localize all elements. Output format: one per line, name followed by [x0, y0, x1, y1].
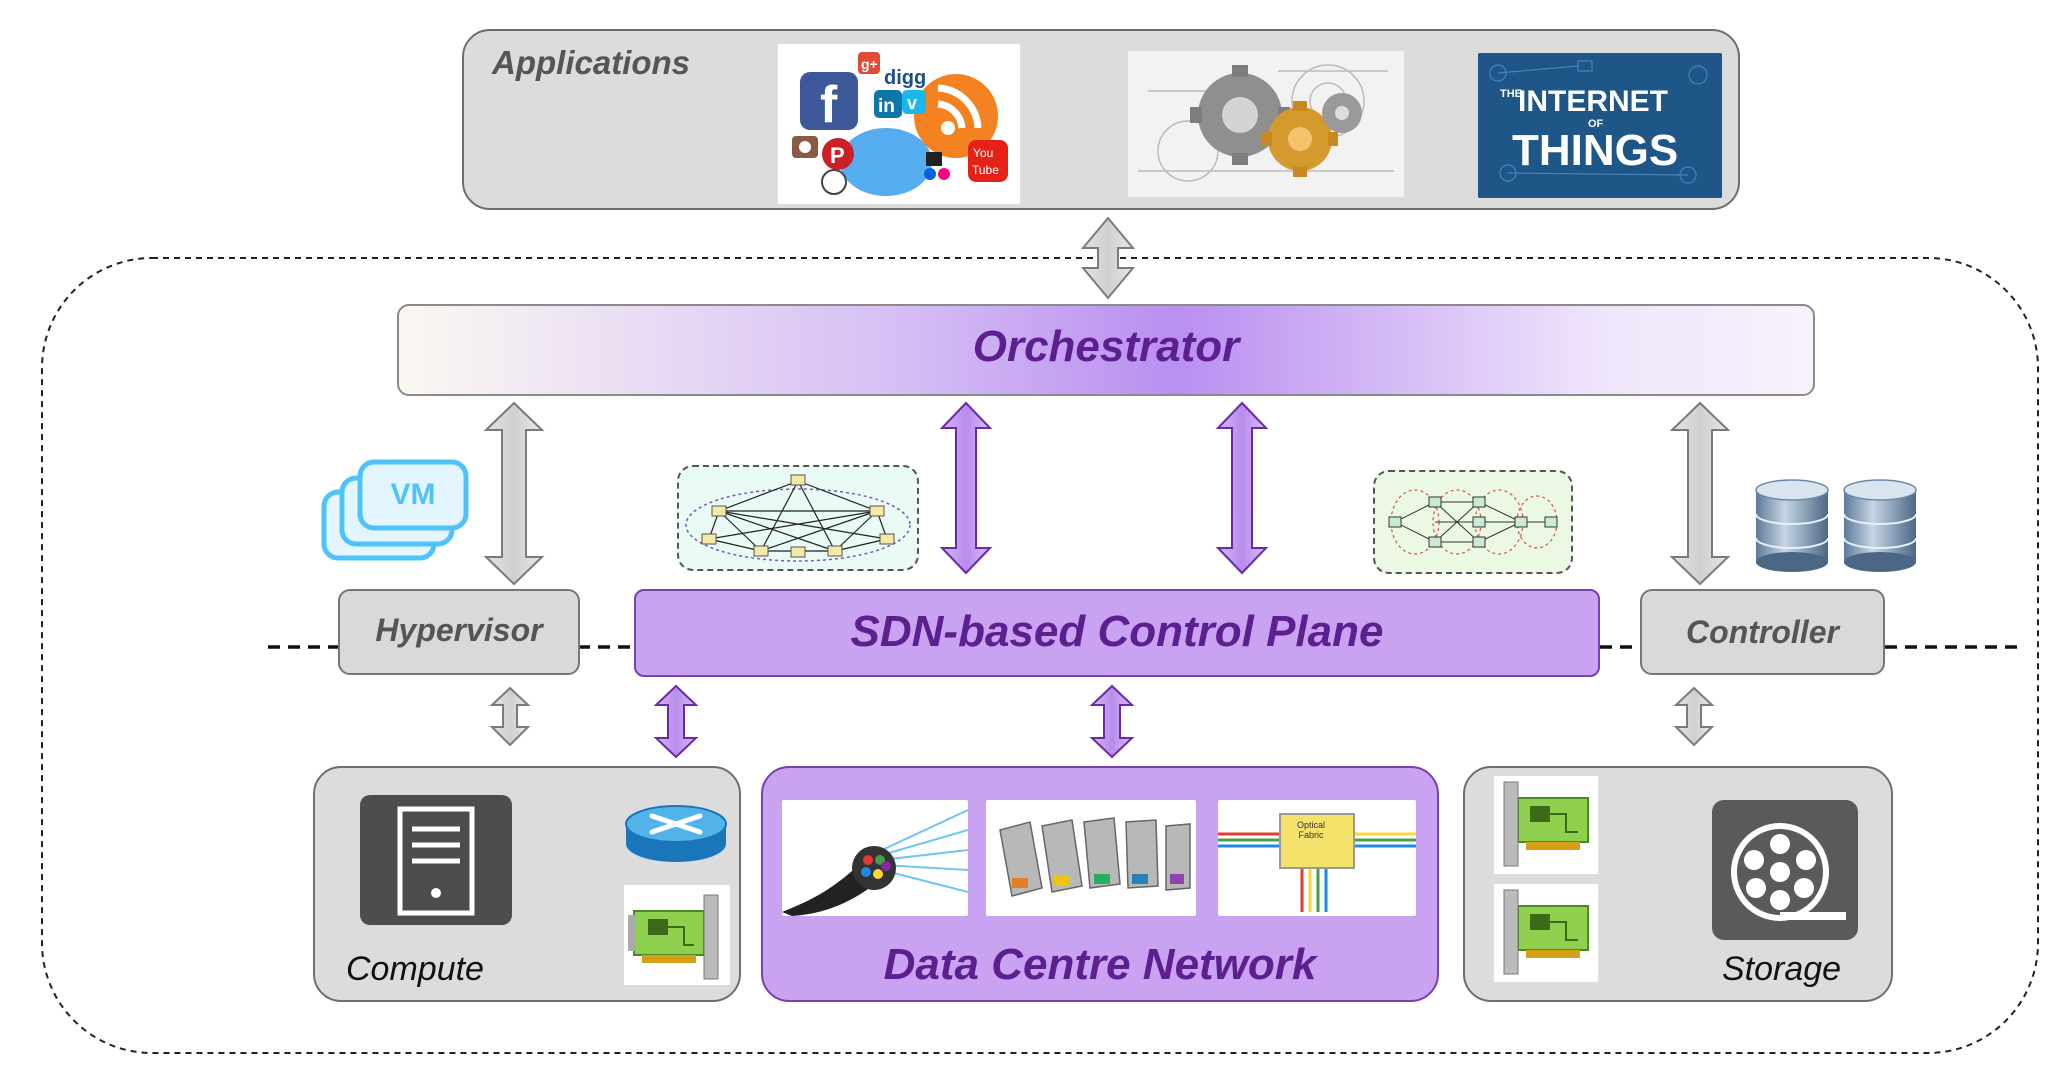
sdn-control-plane-box — [634, 589, 1600, 677]
hypervisor-box — [338, 589, 580, 675]
data-centre-network-label: Data Centre Network — [883, 940, 1317, 989]
transceiver-modules-image — [986, 800, 1196, 916]
svg-text:f: f — [820, 76, 838, 134]
iot-things-text: THINGS — [1512, 126, 1678, 175]
optical-fabric-image — [1218, 800, 1416, 916]
orchestrator-label: Orchestrator — [972, 322, 1240, 371]
controller-label: Controller — [1686, 614, 1839, 650]
arrow-orchestrator-control-plane-right — [1215, 401, 1269, 575]
nic-card-icon-storage-1 — [1494, 776, 1598, 874]
arrow-hypervisor-compute — [489, 686, 531, 747]
arrow-apps-orchestrator — [1080, 216, 1136, 300]
svg-text:P: P — [830, 143, 845, 168]
compute-label: Compute — [346, 950, 484, 988]
arrow-orchestrator-control-plane-left — [939, 401, 993, 575]
nic-card-icon-compute — [624, 885, 730, 985]
iot-internet-text: INTERNET — [1518, 85, 1668, 118]
arrow-controller-storage — [1673, 686, 1715, 747]
nic-card-icon-storage-2 — [1494, 884, 1598, 982]
svg-text:in: in — [878, 96, 895, 117]
sdn-control-plane-label: SDN-based Control Plane — [850, 607, 1384, 656]
arrow-control-plane-network — [1089, 684, 1135, 759]
network-topology-image-2 — [1373, 470, 1573, 574]
storage-label: Storage — [1722, 950, 1842, 988]
svg-text:Tube: Tube — [972, 163, 999, 177]
arrow-control-plane-compute — [653, 684, 699, 759]
iot-the-text: THE — [1500, 88, 1522, 100]
optical-fabric-label: Optical Fabric — [1296, 820, 1325, 840]
database-icon — [1752, 478, 1922, 572]
gears-image — [1128, 51, 1404, 197]
applications-title: Applications — [492, 44, 691, 81]
social-media-image: f g+ digg in v P You Tube — [778, 44, 1020, 204]
router-icon — [622, 800, 730, 866]
arrow-orchestrator-hypervisor — [483, 401, 545, 586]
arrow-orchestrator-controller — [1669, 401, 1731, 586]
orchestrator-bar — [397, 304, 1815, 396]
svg-text:v: v — [907, 93, 917, 113]
hypervisor-label: Hypervisor — [375, 612, 543, 648]
network-topology-image-1 — [677, 465, 919, 571]
controller-box — [1640, 589, 1885, 675]
svg-text:You: You — [973, 146, 993, 160]
svg-text:g+: g+ — [861, 56, 878, 72]
internet-of-things-image: THE INTERNET OF THINGS — [1478, 53, 1722, 198]
tape-reel-icon — [1712, 800, 1858, 940]
system-boundary — [41, 257, 2039, 1054]
vm-label: VM — [390, 478, 436, 511]
iot-of-text: OF — [1588, 118, 1604, 130]
server-icon — [360, 795, 512, 925]
fiber-cable-image — [782, 800, 968, 916]
vm-icon — [320, 456, 470, 566]
svg-text:digg: digg — [884, 67, 926, 89]
